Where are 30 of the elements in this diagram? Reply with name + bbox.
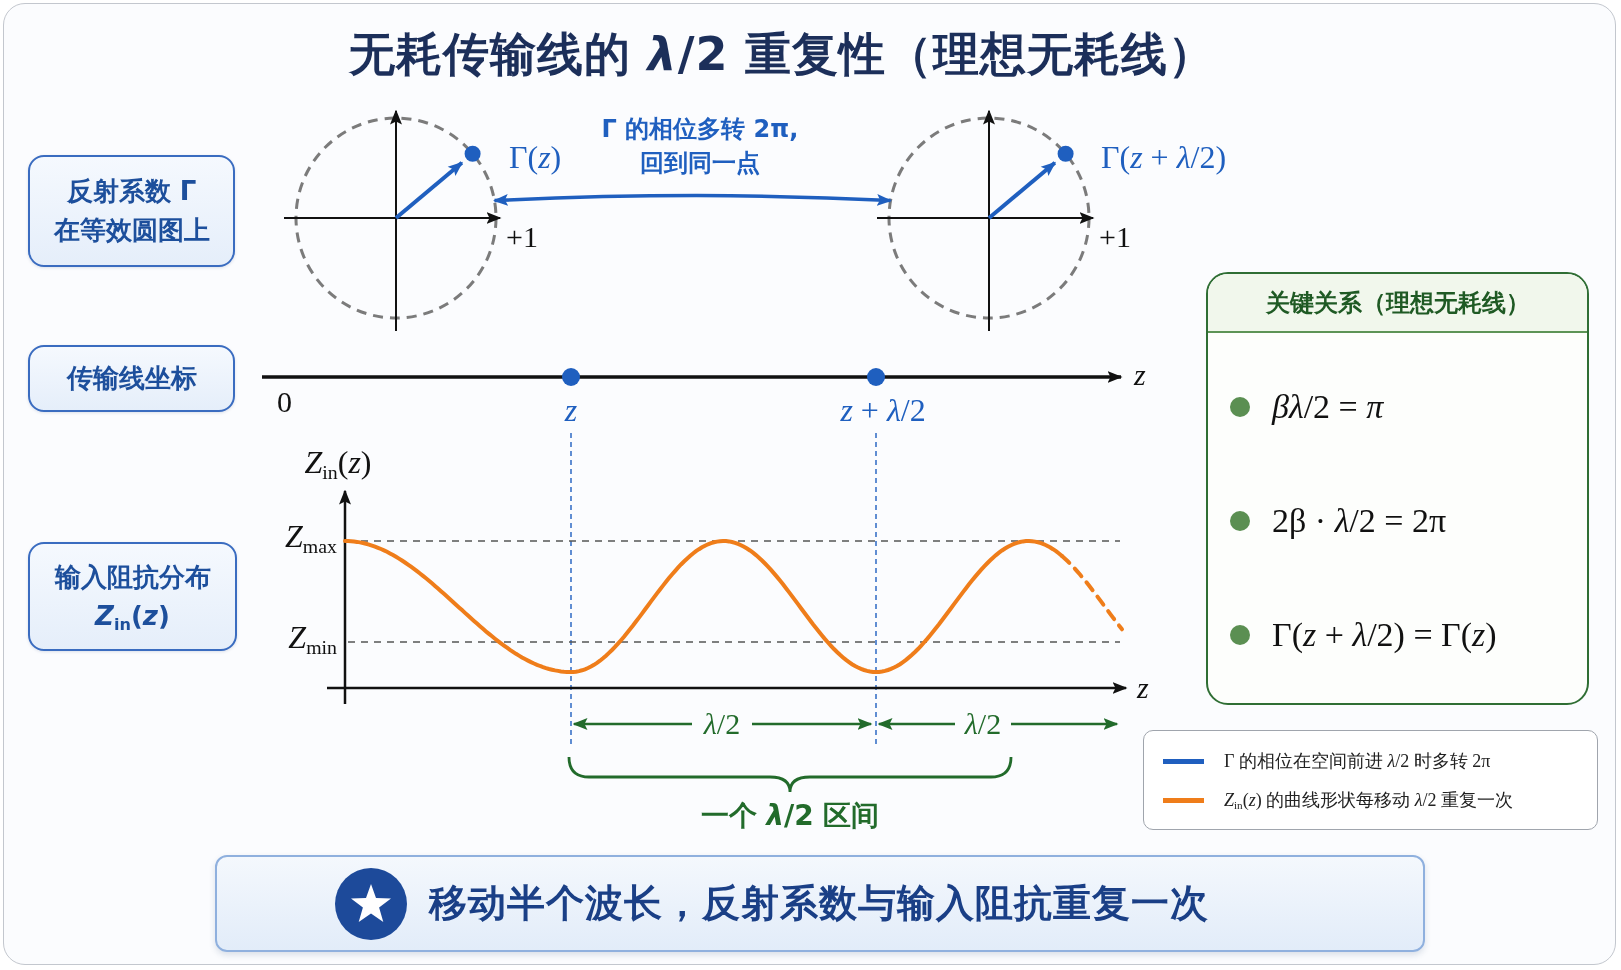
- dimension-label: λ/2: [703, 706, 741, 742]
- dimension-label: λ/2: [964, 706, 1002, 742]
- axis-title: Z$_{in}$(z): [304, 443, 372, 481]
- legend-text: Z$_{in}$(z) 的曲线形状每移动 λ/2 重复一次: [1224, 789, 1514, 811]
- diagram-title: 无耗传输线的 λ/2 重复性（理想无耗线）: [348, 27, 1216, 81]
- row-label: 输入阻抗分布 Z$_{in}$(z): [28, 542, 237, 651]
- brace-label: 一个 λ/2 区间: [700, 799, 880, 833]
- formula: Γ(z + λ/2) = Γ(z): [1272, 615, 1497, 655]
- position-label: z + λ/2: [840, 391, 926, 429]
- axis-label: +1: [1099, 219, 1131, 255]
- row-label: 反射系数 Γ 在等效圆图上: [28, 155, 235, 267]
- summary-banner: [215, 855, 1425, 952]
- panel-heading: 关键关系（理想无耗线）: [1208, 274, 1587, 333]
- formula: βλ/2 = π: [1272, 387, 1384, 427]
- summary-text: 移动半个波长，反射系数与输入阻抗重复一次: [429, 881, 1209, 926]
- position-label: z: [564, 391, 578, 429]
- vector-label: Γ(z): [509, 138, 562, 176]
- key-relations-panel: [1206, 272, 1589, 705]
- vector-label: Γ(z + λ/2): [1101, 138, 1227, 176]
- row-label: 传输线坐标: [28, 345, 235, 412]
- axis-label: +1: [506, 219, 538, 255]
- double-headed-arrow: [493, 193, 892, 206]
- formula: 2β · λ/2 = 2π: [1272, 501, 1447, 541]
- axis-label: z: [1137, 670, 1149, 706]
- edge-label: Γ 的相位多转 2π, 回到同一点: [600, 114, 800, 179]
- tick-label: Z$_{min}$: [288, 618, 337, 656]
- tick-label: Z$_{max}$: [285, 517, 337, 555]
- axis-label: z: [1134, 357, 1146, 393]
- origin-label: 0: [277, 384, 292, 420]
- legend-text: Γ 的相位在空间前进 λ/2 时多转 2π: [1224, 750, 1491, 772]
